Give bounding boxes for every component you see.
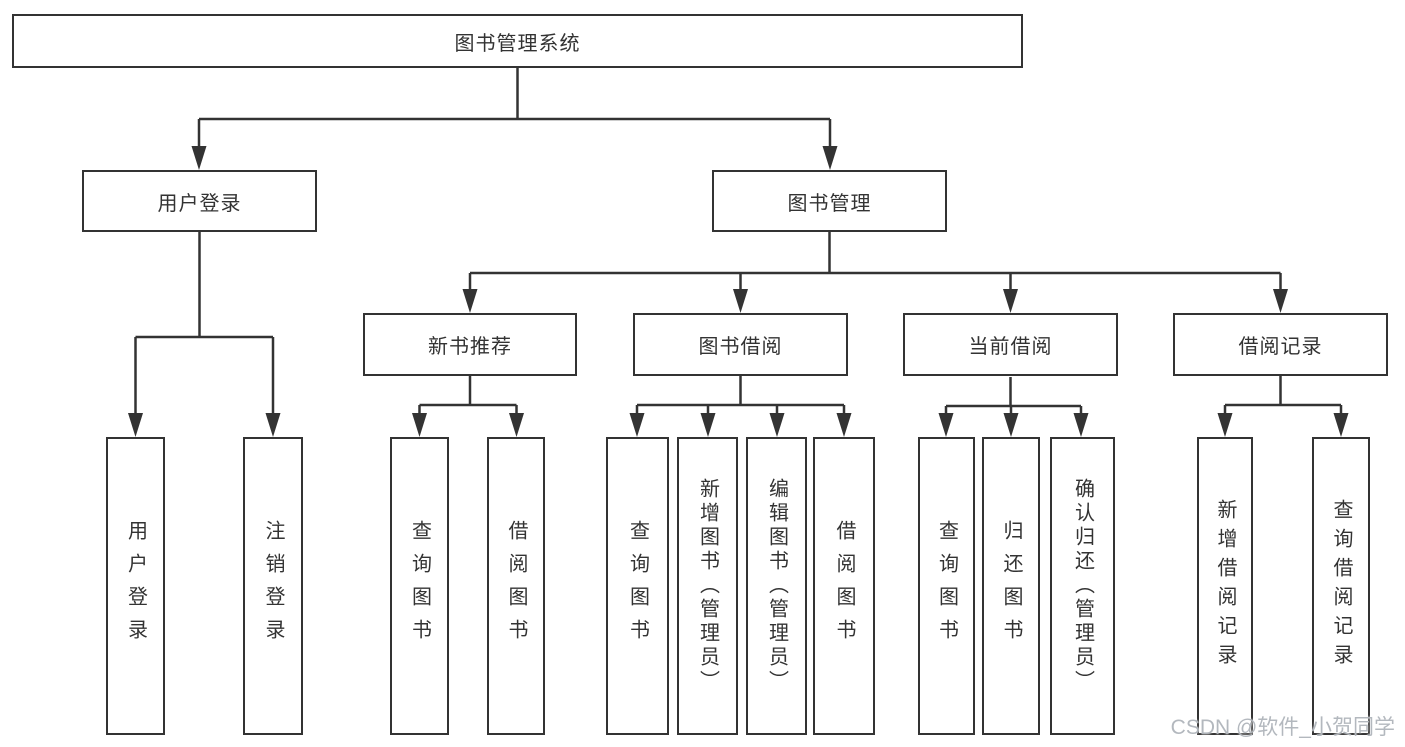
- node-borrow-records-label: 借阅记录: [1238, 336, 1323, 358]
- node-user-login-label: 用户登录: [157, 192, 242, 215]
- leaf-records-query-record: 查询借阅记录: [1312, 437, 1370, 735]
- node-book-borrow: 图书借阅: [633, 313, 848, 376]
- leaf-records-query-record-label: 查询借阅记录: [1330, 499, 1352, 673]
- leaf-current-return-books-label: 归还图书: [1000, 520, 1022, 652]
- node-borrow-records: 借阅记录: [1173, 313, 1388, 376]
- node-new-book-recommend-label: 新书推荐: [428, 336, 512, 358]
- leaf-borrow-borrow-books: 借阅图书: [813, 437, 875, 735]
- node-current-borrow: 当前借阅: [903, 313, 1118, 376]
- leaf-logout-label: 注销登录: [262, 520, 284, 652]
- leaf-current-query-books: 查询图书: [918, 437, 975, 735]
- leaf-recommend-query-books-label: 查询图书: [408, 520, 431, 652]
- leaf-current-confirm-return-admin-label: 确认归还（管理员）: [1071, 478, 1094, 694]
- leaf-current-confirm-return-admin: 确认归还（管理员）: [1050, 437, 1115, 735]
- node-current-borrow-label: 当前借阅: [968, 336, 1053, 358]
- node-book-management: 图书管理: [712, 170, 947, 232]
- leaf-recommend-query-books: 查询图书: [390, 437, 449, 735]
- csdn-watermark: CSDN @软件_小贺同学: [1170, 716, 1395, 739]
- node-book-management-label: 图书管理: [787, 192, 872, 215]
- leaf-records-add-record-label: 新增借阅记录: [1214, 499, 1236, 673]
- leaf-borrow-add-books-admin-label: 新增图书（管理员）: [696, 478, 719, 694]
- leaf-user-login-label: 用户登录: [124, 520, 147, 652]
- leaf-records-add-record: 新增借阅记录: [1197, 437, 1253, 735]
- leaf-recommend-borrow-books-label: 借阅图书: [505, 520, 527, 652]
- node-root-label: 图书管理系统: [454, 32, 581, 55]
- leaf-user-login: 用户登录: [106, 437, 165, 735]
- leaf-current-return-books: 归还图书: [982, 437, 1040, 735]
- leaf-borrow-edit-books-admin-label: 编辑图书（管理员）: [765, 478, 788, 694]
- leaf-borrow-query-books-label: 查询图书: [626, 520, 649, 652]
- leaf-current-query-books-label: 查询图书: [935, 520, 958, 652]
- leaf-borrow-edit-books-admin: 编辑图书（管理员）: [746, 437, 807, 735]
- leaf-borrow-query-books: 查询图书: [606, 437, 669, 735]
- node-book-borrow-label: 图书借阅: [698, 336, 783, 358]
- leaf-borrow-borrow-books-label: 借阅图书: [833, 520, 855, 652]
- leaf-borrow-add-books-admin: 新增图书（管理员）: [677, 437, 738, 735]
- leaf-logout: 注销登录: [243, 437, 303, 735]
- node-root: 图书管理系统: [12, 14, 1023, 68]
- node-user-login: 用户登录: [82, 170, 317, 232]
- leaf-recommend-borrow-books: 借阅图书: [487, 437, 545, 735]
- node-new-book-recommend: 新书推荐: [363, 313, 577, 376]
